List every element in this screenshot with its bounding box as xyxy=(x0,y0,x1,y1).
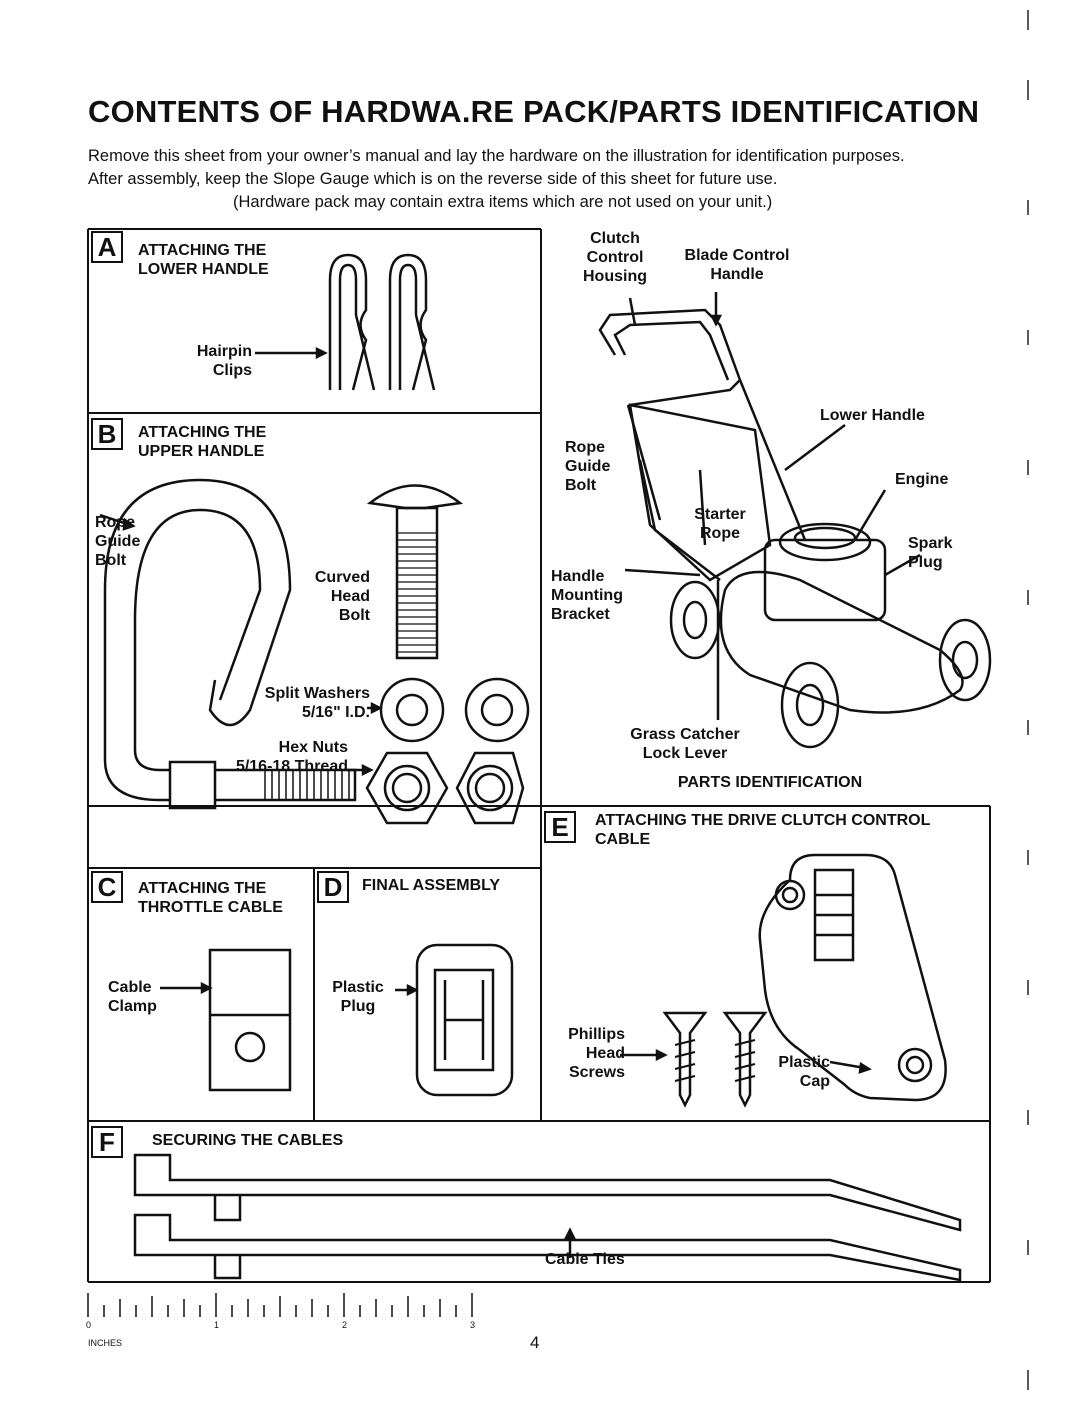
intro-line-1: Remove this sheet from your owner’s manu… xyxy=(88,147,905,165)
section-b-letter: B xyxy=(91,418,123,450)
section-c-letter: C xyxy=(91,871,123,903)
curved-head-bolt-label: Curved Head Bolt xyxy=(314,569,370,624)
phillips-head-screws-label: Phillips Head Screws xyxy=(568,1026,625,1081)
curved-head-bolt-illustration xyxy=(366,484,464,660)
cable-ties-illustration xyxy=(133,1153,962,1282)
page-number: 4 xyxy=(530,1333,540,1352)
rope-guide-bolt-illustration xyxy=(99,478,357,810)
starter-rope-label: Starter Rope xyxy=(694,506,746,542)
parts-identification-heading: PARTS IDENTIFICATION xyxy=(677,774,863,791)
section-a-title: ATTACHING THE LOWER HANDLE xyxy=(138,242,269,278)
section-a-letter: A xyxy=(91,231,123,263)
hex-nuts-illustration xyxy=(347,751,525,825)
cable-clamp-label: Cable Clamp xyxy=(108,979,157,1015)
engine-label: Engine xyxy=(895,471,949,488)
intro-line-3: (Hardware pack may contain extra items w… xyxy=(233,193,773,211)
rope-guide-bolt-label: Rope Guide Bolt xyxy=(565,439,611,494)
section-d-letter: D xyxy=(317,871,349,903)
ruler-number-1: 1 xyxy=(214,1320,220,1330)
section-c-title: ATTACHING THE THROTTLE CABLE xyxy=(138,880,283,916)
handle-mounting-bracket-label: Handle Mounting Bracket xyxy=(551,568,623,623)
page-title: CONTENTS OF HARDWA.RE PACK/PARTS IDENTIF… xyxy=(88,94,980,129)
ruler-unit-label: INCHES xyxy=(88,1338,123,1348)
section-b-title: ATTACHING THE UPPER HANDLE xyxy=(138,424,267,460)
section-f-letter: F xyxy=(91,1126,123,1158)
plastic-cap-illustration xyxy=(758,853,947,1102)
ruler-number-2: 2 xyxy=(342,1320,348,1330)
lawn-mower-illustration xyxy=(598,292,992,749)
phillips-head-screws-illustration xyxy=(620,1011,768,1108)
split-washers-label: Split Washers 5/16" I.D. xyxy=(264,685,370,721)
section-f-title: SECURING THE CABLES xyxy=(152,1132,344,1149)
cable-clamp-illustration xyxy=(160,948,292,1092)
inch-ruler xyxy=(87,1293,473,1317)
plastic-cap-label: Plastic Cap xyxy=(778,1054,830,1090)
grass-catcher-lock-lever-label: Grass Catcher Lock Lever xyxy=(630,726,740,762)
ruler-number-0: 0 xyxy=(86,1320,92,1330)
section-e-letter: E xyxy=(544,811,576,843)
intro-line-2: After assembly, keep the Slope Gauge whi… xyxy=(88,170,778,188)
ruler-number-3: 3 xyxy=(470,1320,476,1330)
blade-control-handle-label: Blade Control Handle xyxy=(684,247,790,283)
section-d-title: FINAL ASSEMBLY xyxy=(362,877,501,894)
lower-handle-label: Lower Handle xyxy=(820,407,925,424)
hairpin-clips-label: Hairpin Clips xyxy=(196,343,252,379)
plastic-plug-label: Plastic Plug xyxy=(332,979,384,1015)
split-washers-illustration xyxy=(367,677,530,743)
binding-edge-marks xyxy=(1027,10,1029,1390)
plastic-plug-illustration xyxy=(395,943,514,1097)
section-e-title: ATTACHING THE DRIVE CLUTCH CONTROL CABLE xyxy=(595,812,931,848)
clutch-control-housing-label: Clutch Control Housing xyxy=(583,230,647,285)
hairpin-clips-illustration xyxy=(255,253,436,391)
